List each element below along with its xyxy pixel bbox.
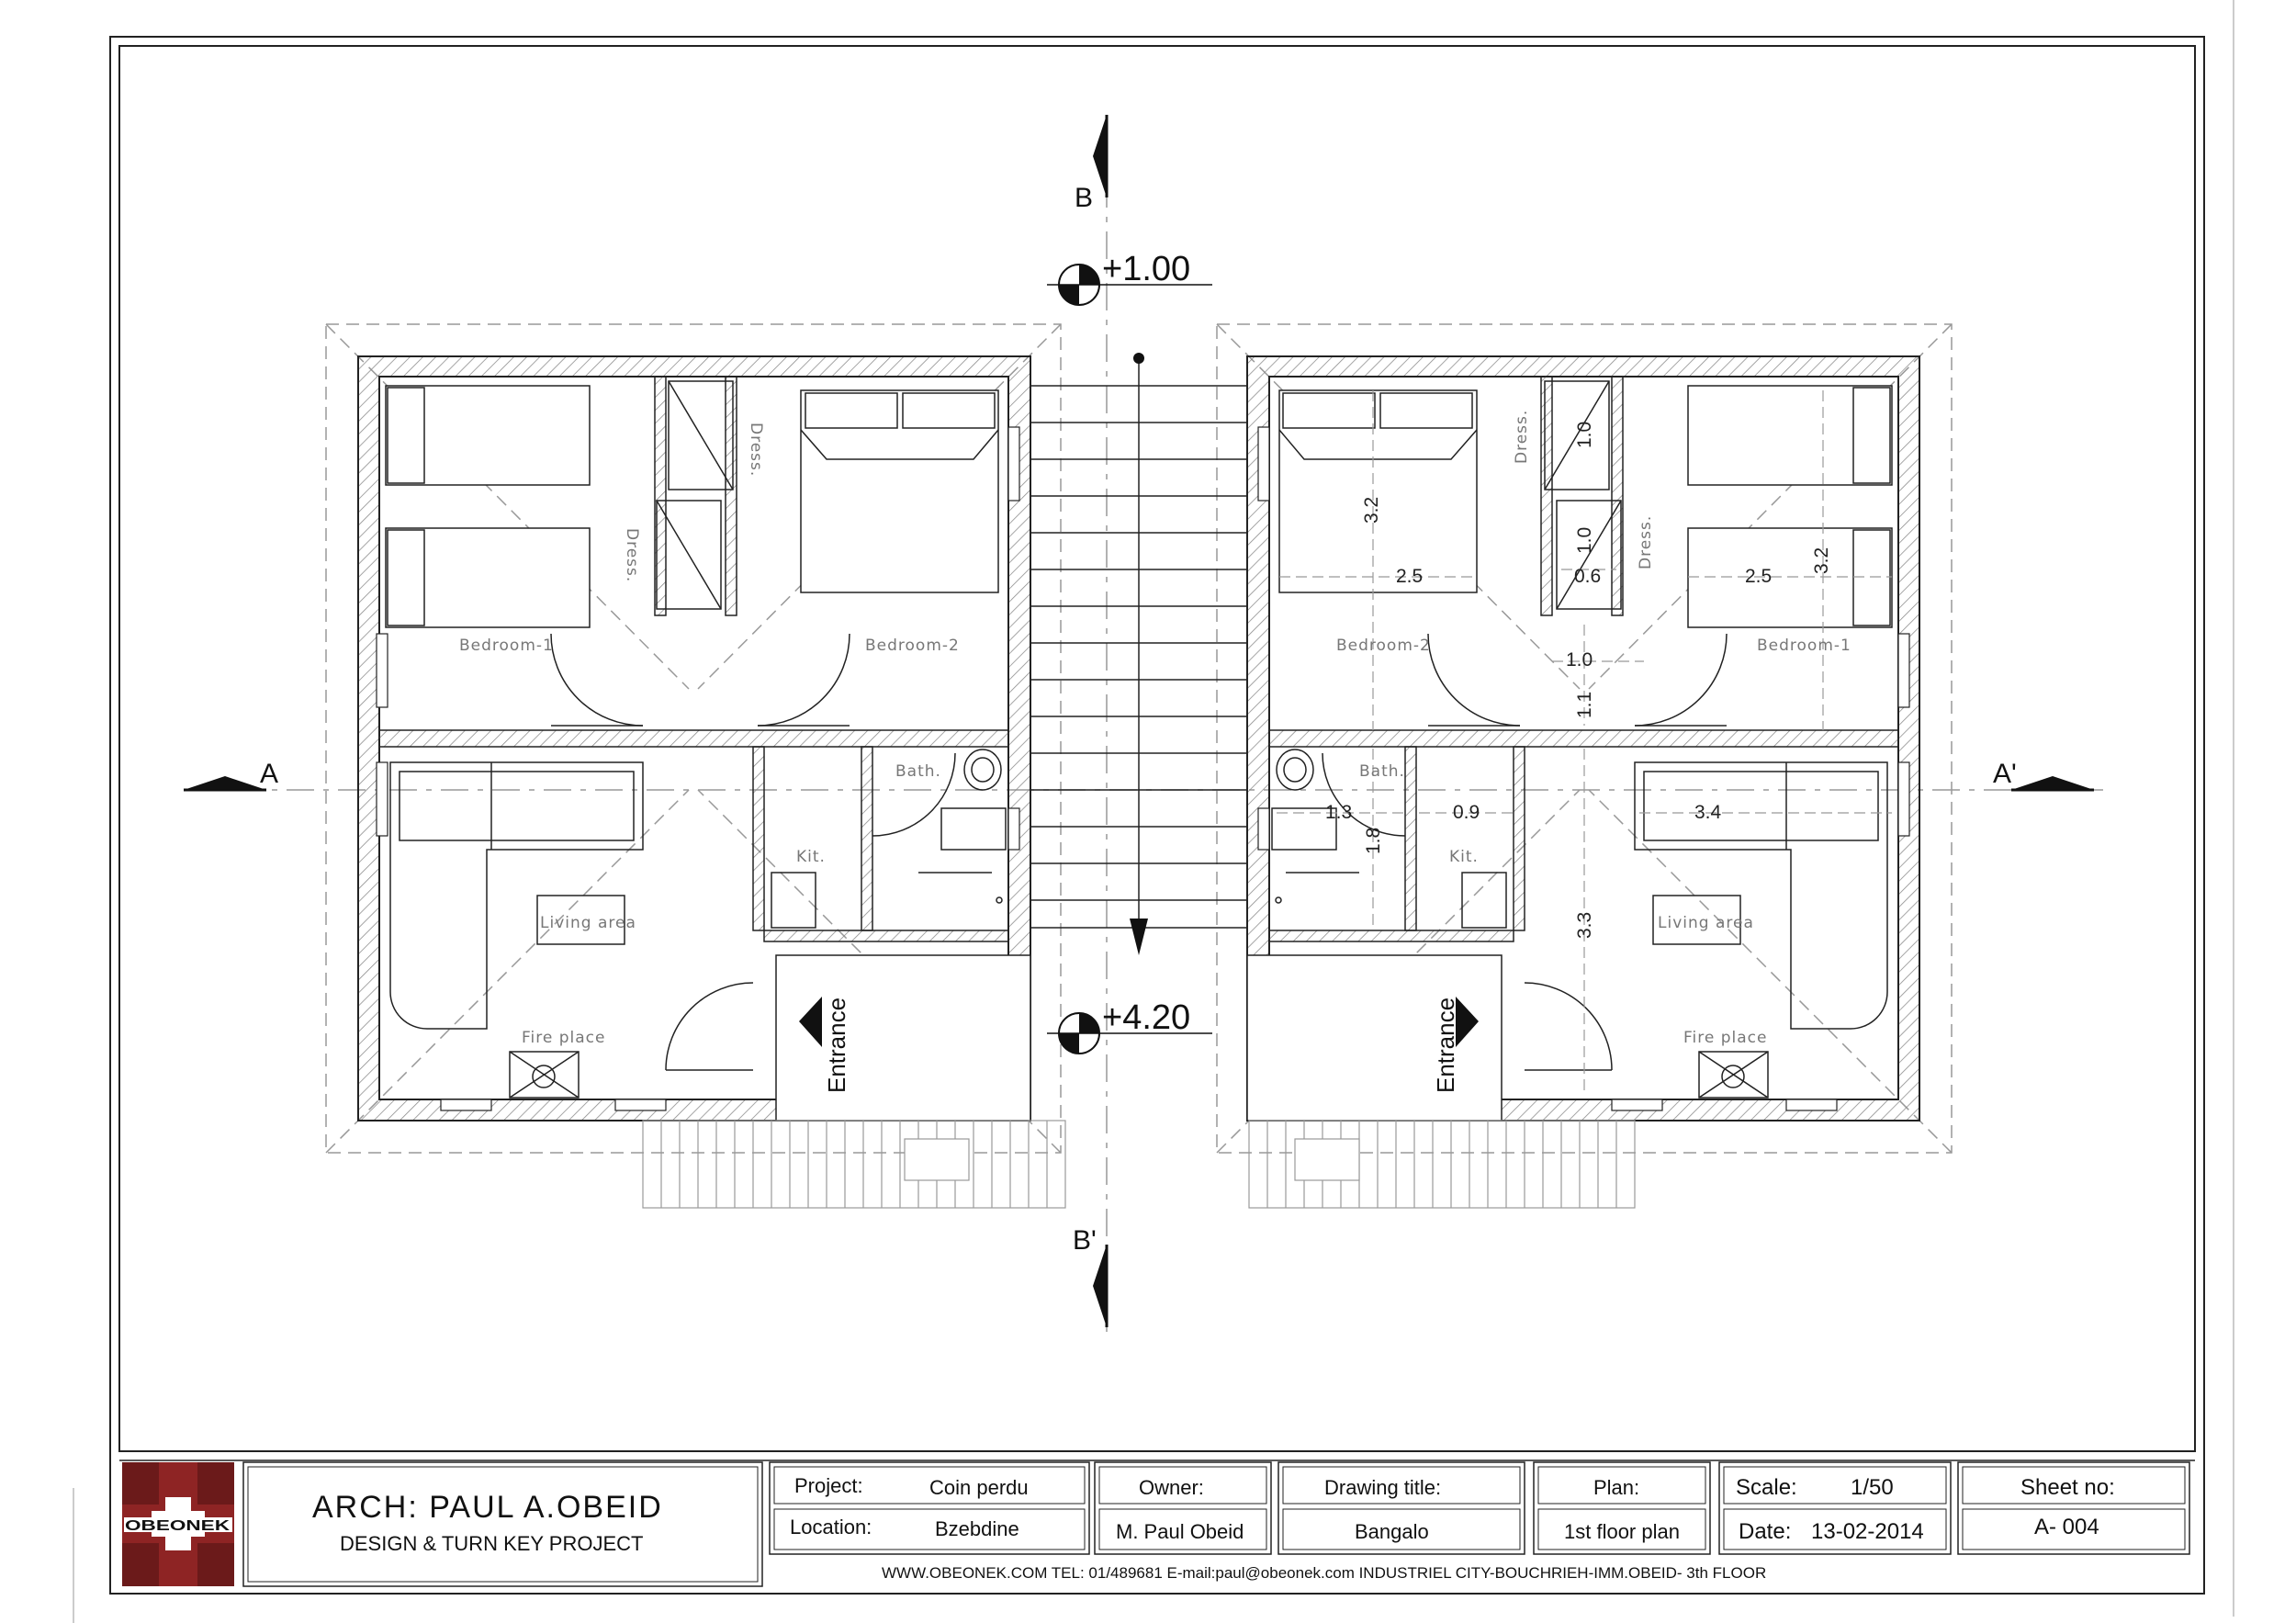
title-block: OBEONEK ARCH: PAUL A.OBEID DESIGN & TURN… — [119, 1460, 2195, 1587]
right-kitchen-label: Kit. — [1449, 848, 1479, 866]
left-kitchen-label: Kit. — [796, 848, 826, 866]
footer-contact: WWW.OBEONEK.COM TEL: 01/489681 E-mail:pa… — [882, 1564, 1766, 1582]
section-marker-a-prime — [2011, 776, 2094, 792]
right-fireplace-label: Fire place — [1683, 1029, 1767, 1047]
date-value: 13-02-2014 — [1811, 1519, 1924, 1544]
right-entrance-label: Entrance — [1432, 997, 1459, 1093]
owner-value: M. Paul Obeid — [1116, 1520, 1244, 1543]
section-label-a-prime: A' — [1993, 759, 2017, 789]
level-marker-entrance — [1047, 1012, 1212, 1054]
right-bedroom1-label: Bedroom-1 — [1757, 637, 1851, 655]
owner-label: Owner: — [1139, 1476, 1204, 1499]
left-dress-label-1: Dress. — [747, 423, 765, 477]
right-living-label: Living area — [1658, 914, 1754, 932]
left-bath-label: Bath. — [895, 762, 941, 781]
left-fireplace-label: Fire place — [522, 1029, 605, 1047]
dim-bed2-width: 2.5 — [1396, 566, 1423, 587]
sheet-value: A- 004 — [2034, 1515, 2099, 1539]
plan-value: 1st floor plan — [1564, 1520, 1680, 1543]
architect-name: ARCH: PAUL A.OBEID — [312, 1490, 663, 1525]
section-label-b: B — [1075, 183, 1093, 213]
level-label-entrance: +4.20 — [1102, 998, 1190, 1037]
location-value: Bzebdine — [935, 1517, 1019, 1540]
section-axis-lines — [184, 129, 2103, 1332]
left-entrance-label: Entrance — [823, 997, 850, 1093]
stair-direction-arrow — [1130, 919, 1148, 955]
section-label-b-prime: B' — [1073, 1225, 1097, 1256]
right-unit: Dress. Dress. — [1246, 355, 1920, 1209]
left-unit: Dress. Dress. — [357, 355, 1066, 1209]
drawing-title-label: Drawing title: — [1324, 1476, 1441, 1499]
date-label: Date: — [1739, 1519, 1791, 1544]
dim-kit-width: 0.9 — [1453, 802, 1480, 823]
logo-text: OBEONEK — [125, 1518, 231, 1534]
dim-dress-height-top: 1.0 — [1574, 422, 1595, 448]
architect-tagline: DESIGN & TURN KEY PROJECT — [340, 1532, 643, 1555]
location-label: Location: — [790, 1516, 872, 1538]
dim-bath-height: 1.8 — [1363, 828, 1384, 854]
left-bedroom2-label: Bedroom-2 — [865, 637, 960, 655]
level-marker-top — [1047, 264, 1212, 306]
drawing-title-value: Bangalo — [1355, 1520, 1429, 1543]
right-bedroom2-label: Bedroom-2 — [1336, 637, 1431, 655]
dim-bed2-height: 3.2 — [1361, 497, 1382, 524]
sheet-label: Sheet no: — [2020, 1475, 2115, 1500]
dim-dress-height-mid: 1.0 — [1574, 527, 1595, 554]
outer-sheet-border — [109, 36, 2205, 1595]
plan-label: Plan: — [1593, 1476, 1639, 1499]
dim-hall-width: 1.0 — [1566, 649, 1593, 671]
left-bedroom1-label: Bedroom-1 — [459, 637, 554, 655]
dim-bed1-height: 3.2 — [1811, 547, 1832, 574]
scale-label: Scale: — [1736, 1475, 1797, 1500]
project-label: Project: — [794, 1474, 863, 1497]
right-bath-label: Bath. — [1359, 762, 1405, 781]
project-value: Coin perdu — [929, 1476, 1029, 1499]
dim-bath-width: 1.3 — [1325, 802, 1352, 823]
left-dress-label-2: Dress. — [623, 528, 641, 582]
section-marker-b — [1093, 115, 1109, 197]
scale-value: 1/50 — [1851, 1475, 1894, 1500]
right-dress-label-2: Dress. — [1637, 515, 1655, 569]
obeonek-logo: OBEONEK — [122, 1462, 234, 1586]
dim-bed1-width: 2.5 — [1745, 566, 1772, 587]
dim-hall-height: 1.1 — [1574, 692, 1595, 718]
right-dress-label-1: Dress. — [1513, 410, 1531, 464]
dim-dress-width: 0.6 — [1574, 566, 1601, 587]
section-label-a: A — [260, 759, 278, 789]
dim-living-height: 3.3 — [1574, 912, 1595, 939]
level-label-top: +1.00 — [1102, 250, 1190, 288]
inner-sheet-border — [118, 45, 2196, 1452]
stair-flight — [1030, 358, 1248, 955]
section-marker-b-prime — [1093, 1245, 1109, 1327]
dim-living-width: 3.4 — [1694, 802, 1722, 823]
left-living-label: Living area — [540, 914, 636, 932]
stair-start-dot — [1133, 353, 1144, 364]
section-marker-a — [184, 776, 266, 792]
